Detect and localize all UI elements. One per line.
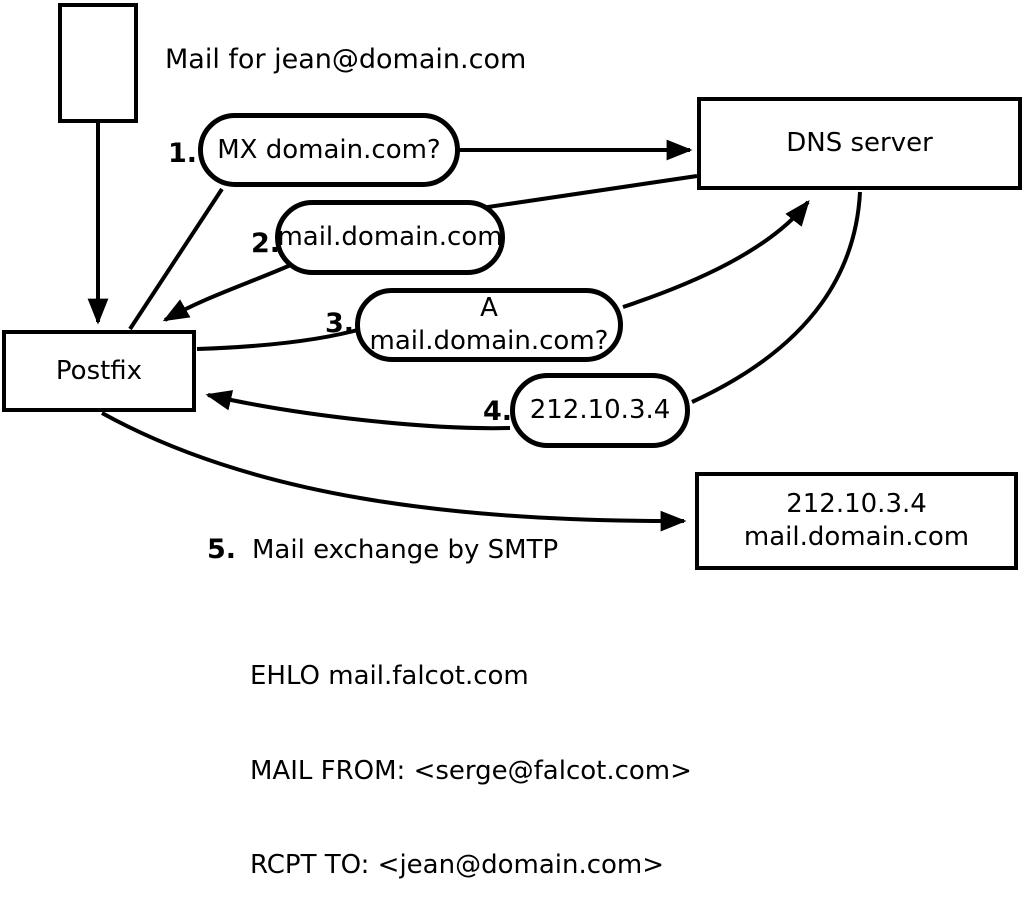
mail-envelope-icon xyxy=(58,3,138,123)
step-5-label: Mail exchange by SMTP xyxy=(252,535,559,565)
postfix-label: Postfix xyxy=(55,355,143,386)
step-1-pill: MX domain.com? xyxy=(198,113,460,187)
line-postfix-to-pill3 xyxy=(196,326,366,351)
step-4-pill: 212.10.3.4 xyxy=(510,373,690,448)
step-4-number: 4. xyxy=(483,396,513,427)
line-dns-to-pill2 xyxy=(467,174,698,212)
smtp-line: EHLO mail.falcot.com xyxy=(250,661,529,691)
step-2-label: mail.domain.com xyxy=(277,222,503,252)
step-5-number: 5. xyxy=(207,534,237,565)
step-4-label: 212.10.3.4 xyxy=(529,395,671,425)
arrow-pill3-to-dns xyxy=(622,199,810,309)
smtp-line: MAIL FROM: <serge@falcot.com> xyxy=(250,755,692,786)
dns-server-node: DNS server xyxy=(697,97,1022,190)
mail-server-ip: 212.10.3.4 xyxy=(786,489,927,519)
mail-server-hostname: mail.domain.com xyxy=(743,522,970,552)
line-postfix-to-pill1 xyxy=(128,187,224,331)
postfix-node: Postfix xyxy=(2,330,196,412)
step-3-pill: A mail.domain.com? xyxy=(355,288,623,362)
arrow-pill4-to-postfix xyxy=(205,390,511,431)
arrow-postfix-to-mailserver xyxy=(101,411,687,532)
line-dns-to-pill4 xyxy=(691,191,862,404)
step-3-label: A mail.domain.com? xyxy=(369,293,609,356)
step-1-label: MX domain.com? xyxy=(217,134,441,165)
smtp-session-block: EHLO mail.falcot.com MAIL FROM: <serge@f… xyxy=(250,598,692,919)
step-1-number: 1. xyxy=(168,138,198,169)
smtp-line: RCPT TO: <jean@domain.com> xyxy=(250,850,665,880)
step-3-number: 3. xyxy=(325,308,355,339)
step-2-pill: mail.domain.com xyxy=(275,200,505,275)
mail-server-node: 212.10.3.4 mail.domain.com xyxy=(695,472,1018,570)
arrow-pill2-to-postfix xyxy=(162,262,294,322)
mail-note: Mail for jean@domain.com xyxy=(165,44,527,75)
dns-server-label: DNS server xyxy=(786,128,933,158)
